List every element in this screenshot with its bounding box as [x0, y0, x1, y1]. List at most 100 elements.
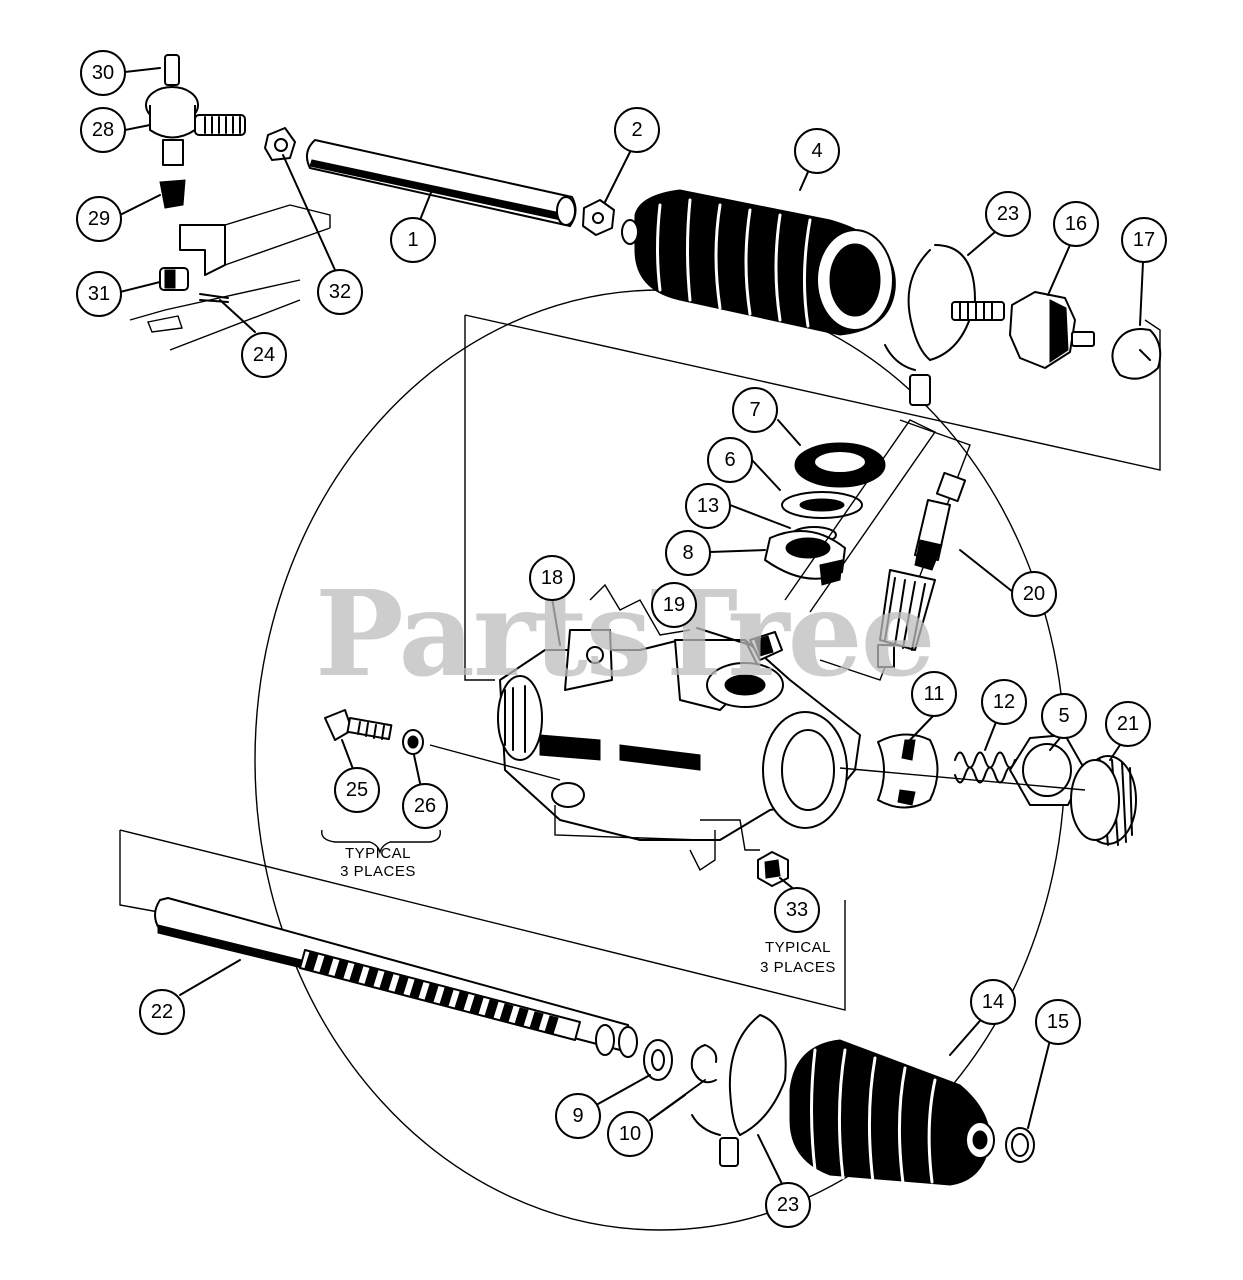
callout-7: 7 [732, 387, 778, 433]
svg-text:13: 13 [697, 495, 719, 517]
callout-17: 17 [1121, 217, 1167, 263]
tie-rod[interactable] [305, 139, 577, 227]
callout-13: 13 [685, 483, 731, 529]
rack-guide[interactable] [877, 733, 939, 809]
svg-text:30: 30 [92, 62, 114, 84]
callout-32: 32 [317, 269, 363, 315]
callout-23-upper: 23 [985, 191, 1031, 237]
thrust-washer[interactable] [781, 491, 863, 519]
note-left-line1: TYPICAL [345, 845, 411, 862]
typical-bracket-left [321, 829, 441, 855]
svg-text:26: 26 [414, 795, 436, 817]
svg-text:25: 25 [346, 779, 368, 801]
upper-boot-clamp[interactable] [884, 244, 976, 406]
callout-33: 33 [774, 887, 820, 933]
upper-frame-lines [464, 315, 495, 681]
callout-11: 11 [911, 671, 957, 717]
svg-text:21: 21 [1117, 713, 1139, 735]
svg-text:10: 10 [619, 1123, 641, 1145]
svg-text:16: 16 [1065, 213, 1087, 235]
pinion-bushing[interactable] [749, 631, 783, 661]
callout-12: 12 [981, 679, 1027, 725]
callout-21: 21 [1105, 701, 1151, 747]
lock-washer[interactable] [1111, 328, 1162, 380]
rack-snap-ring[interactable] [690, 1044, 718, 1084]
svg-text:31: 31 [88, 283, 110, 305]
svg-text:6: 6 [724, 449, 735, 471]
callout-23-lower: 23 [765, 1182, 811, 1228]
callout-22: 22 [139, 989, 185, 1035]
callout-25: 25 [334, 767, 380, 813]
leader-lines [119, 67, 1144, 1191]
castle-nut[interactable] [159, 267, 189, 291]
guide-spring[interactable] [954, 751, 1016, 784]
svg-text:5: 5 [1058, 705, 1069, 727]
callout-26: 26 [402, 783, 448, 829]
svg-text:12: 12 [993, 691, 1015, 713]
lower-boot-clamp[interactable] [691, 1014, 787, 1167]
upper-bellows-boot[interactable] [621, 189, 896, 336]
note-left-line2: 3 PLACES [340, 863, 416, 880]
callout-1: 1 [390, 217, 436, 263]
steering-arm-bracket [129, 204, 331, 351]
tie-rod-seal[interactable] [159, 179, 186, 209]
svg-text:23: 23 [997, 203, 1019, 225]
mounting-washer[interactable] [402, 729, 424, 755]
gear-housing[interactable] [497, 629, 861, 841]
cotter-pin[interactable] [199, 293, 229, 303]
svg-text:7: 7 [749, 399, 760, 421]
jam-nut[interactable] [264, 127, 296, 161]
callout-29: 29 [76, 196, 122, 242]
svg-text:17: 17 [1133, 229, 1155, 251]
boot-o-ring[interactable] [1005, 1127, 1035, 1163]
svg-text:28: 28 [92, 119, 114, 141]
upper-frame-right [464, 314, 1161, 471]
svg-text:9: 9 [572, 1105, 583, 1127]
pinion-shaft[interactable] [819, 419, 971, 681]
callout-19: 19 [651, 582, 697, 628]
tie-rod-end[interactable] [145, 54, 246, 166]
bearing-frame [784, 419, 937, 613]
callout-14: 14 [970, 979, 1016, 1025]
svg-text:32: 32 [329, 281, 351, 303]
svg-text:4: 4 [811, 140, 822, 162]
svg-text:19: 19 [663, 594, 685, 616]
rack-washer[interactable] [643, 1039, 673, 1081]
callout-18: 18 [529, 555, 575, 601]
svg-text:15: 15 [1047, 1011, 1069, 1033]
svg-text:14: 14 [982, 991, 1004, 1013]
bolt-leader-line [429, 744, 561, 781]
callout-8: 8 [665, 530, 711, 576]
adjuster-plug[interactable] [1070, 755, 1137, 846]
svg-text:8: 8 [682, 542, 693, 564]
steering-rack[interactable] [154, 897, 638, 1058]
adjuster-axis-line [839, 767, 1086, 791]
watermark-text: PartsTree [315, 564, 934, 703]
callout-24: 24 [241, 332, 287, 378]
inner-tie-rod-joint[interactable] [951, 291, 1095, 369]
svg-text:18: 18 [541, 567, 563, 589]
callout-15: 15 [1035, 999, 1081, 1045]
callout-16: 16 [1053, 201, 1099, 247]
svg-text:29: 29 [88, 208, 110, 230]
adjuster-lock-nut[interactable] [1009, 734, 1086, 806]
tie-rod-nut[interactable] [582, 199, 615, 236]
housing-bracket-lines [554, 583, 760, 872]
lower-bellows-boot[interactable] [789, 1039, 995, 1186]
callout-28: 28 [80, 107, 126, 153]
callout-20: 20 [1011, 571, 1057, 617]
callout-30: 30 [80, 50, 126, 96]
svg-text:22: 22 [151, 1001, 173, 1023]
svg-text:11: 11 [924, 683, 945, 705]
svg-text:23: 23 [777, 1194, 799, 1216]
upper-bearing[interactable] [794, 442, 886, 488]
callout-10: 10 [607, 1111, 653, 1157]
note-right-line1: TYPICAL [765, 939, 831, 956]
callout-6: 6 [707, 437, 753, 483]
callout-31: 31 [76, 271, 122, 317]
callout-9: 9 [555, 1093, 601, 1139]
svg-text:33: 33 [786, 899, 808, 921]
mounting-bolt[interactable] [324, 709, 393, 741]
